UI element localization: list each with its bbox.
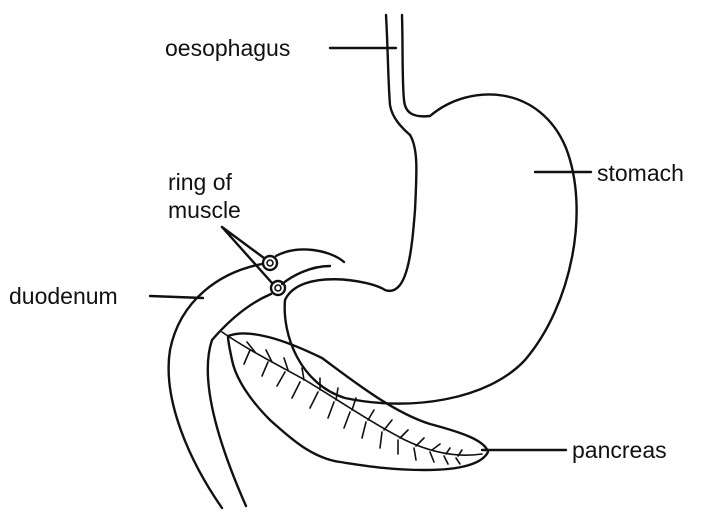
duodenum-inner-wall [208,294,271,506]
duodenum-outer-wall [169,264,262,508]
pancreatic-duct-main [222,332,482,455]
oesophagus-label: oesophagus [165,35,290,61]
oesophagus-left-wall [386,15,410,135]
oesophagus-right-wall [402,15,430,116]
oesophagus [386,15,430,135]
stomach-lower-exit [282,266,330,284]
sphincter-lower-ring-inner [275,285,281,291]
stomach-label: stomach [597,160,684,186]
leader-lines [150,48,591,450]
duodenum [169,264,271,508]
sphincter-upper-ring-inner [267,260,273,266]
stomach-outline [285,94,577,403]
duodenum-leader [150,296,203,298]
duodenum-label: duodenum [9,283,118,309]
stomach-upper-exit [276,249,344,262]
ring-of-muscle-label-line1: ring of [168,169,233,195]
ring-of-muscle-label-line2: muscle [168,197,241,223]
ring-of-muscle-leader-upper [222,227,264,258]
pancreas [222,332,488,470]
pancreas-label: pancreas [572,437,667,463]
